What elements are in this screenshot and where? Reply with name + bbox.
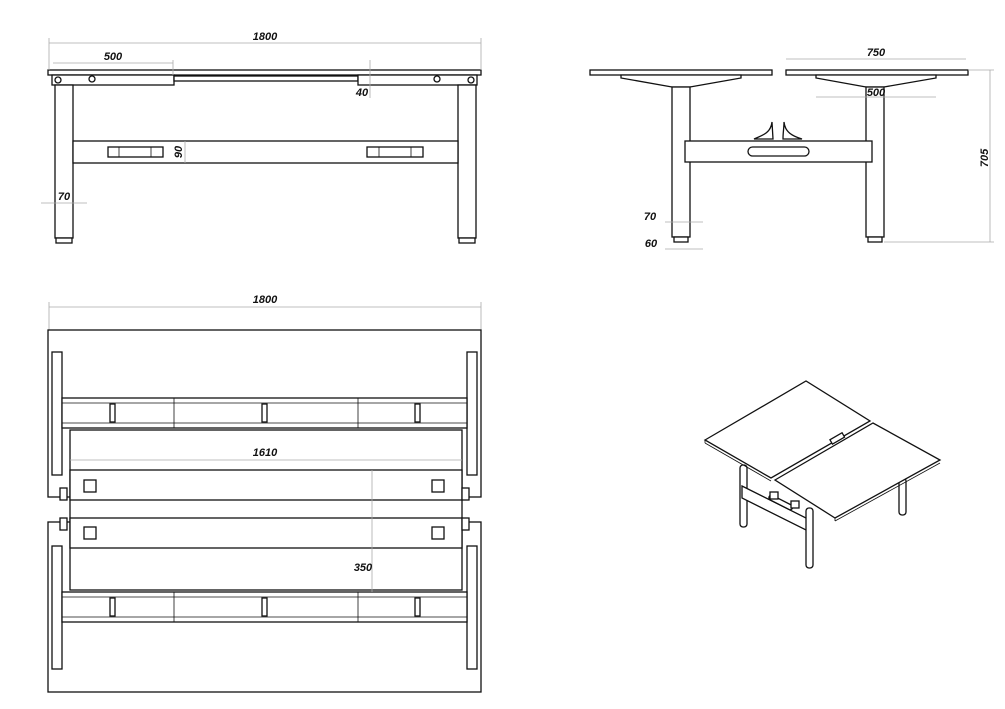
right-foot [867, 236, 883, 243]
frame-outline [69, 429, 463, 591]
right-leg [457, 84, 477, 239]
dim-bracket-width: 500 [104, 51, 123, 63]
left-foot [673, 236, 689, 243]
dim-top-overall-width: 1800 [253, 294, 278, 306]
dim-foot-width: 60 [645, 238, 658, 250]
dim-top-depth: 750 [867, 47, 886, 59]
dim-overall-width: 1800 [253, 31, 278, 43]
leg-plate [51, 545, 63, 670]
center-beam [69, 517, 463, 549]
top-view: 1800 1610 350 [47, 294, 482, 693]
bolt [467, 76, 475, 84]
center-beam [69, 469, 463, 501]
right-bracket [815, 74, 937, 88]
center-rail [173, 75, 359, 82]
left-bracket [620, 74, 742, 88]
right-foot [458, 237, 476, 244]
bolt [433, 75, 441, 83]
cable-holder [753, 121, 803, 140]
right-desktop [785, 69, 969, 76]
bolt [88, 75, 96, 83]
crossbar-slot [366, 146, 424, 158]
dim-beam-length: 1610 [253, 447, 278, 459]
dim-crossbar-height: 90 [173, 145, 185, 158]
dim-rail-height: 40 [355, 87, 369, 99]
left-foot [55, 237, 73, 244]
dim-side-bracket-width: 500 [867, 87, 886, 99]
iso-leg [805, 507, 814, 569]
dim-overall-height: 705 [979, 148, 991, 167]
left-bracket [51, 74, 175, 86]
desktop-edge [47, 69, 482, 76]
leg-plate [51, 351, 63, 476]
right-bracket [357, 74, 478, 86]
front-view: 1800 500 40 90 70 [41, 31, 482, 244]
leg-plate [466, 545, 478, 670]
iso-desktop [773, 422, 942, 519]
left-leg [54, 84, 74, 239]
dim-side-leg-width: 70 [644, 211, 657, 223]
isometric-view [703, 380, 942, 569]
left-desktop [589, 69, 773, 76]
dim-beam-spacing: 350 [354, 562, 373, 574]
iso-desktop [703, 380, 872, 479]
bolt [54, 76, 62, 84]
crossbar [72, 140, 459, 164]
dim-leg-width: 70 [58, 191, 71, 203]
crossbar-slot [107, 146, 164, 158]
side-view: 750 500 705 70 60 [589, 47, 994, 250]
crossbar-slot [747, 146, 810, 157]
leg-plate [466, 351, 478, 476]
